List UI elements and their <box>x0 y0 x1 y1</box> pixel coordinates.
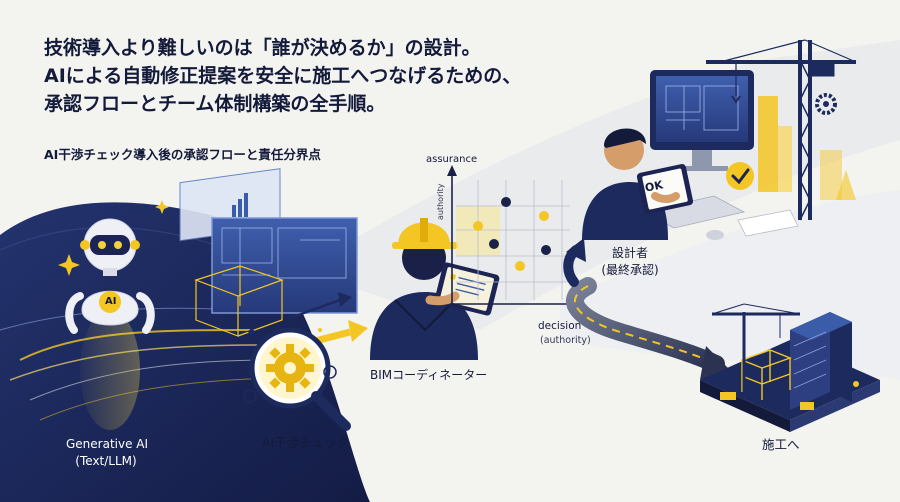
gear-icon <box>815 93 837 115</box>
matrix-y-sublabel: authority <box>436 183 445 220</box>
stage-coordinator-label: BIMコーディネーター <box>370 368 488 382</box>
bar-chart-icon <box>232 193 248 217</box>
skyline-yellow <box>758 96 856 200</box>
bim-coordinator-figure <box>370 218 500 360</box>
checkmark-badge-icon <box>726 162 754 190</box>
blueprint-panels <box>179 168 358 337</box>
magnifier-gear-icon <box>243 326 351 431</box>
headline-line-1: 技術導入より難しいのは「誰が決めるか」の設計。 <box>44 37 481 59</box>
ai-robot-icon <box>65 218 155 430</box>
designer-workstation <box>582 70 799 240</box>
building-tall <box>790 312 852 410</box>
stage-designer-label-line-1: 設計者 <box>611 246 648 260</box>
stage-construction-label: 施工へ <box>762 437 800 452</box>
tower-crane-site <box>711 303 801 392</box>
subtitle: AI干渉チェック導入後の承認フローと責任分界点 <box>44 147 321 162</box>
responsibility-matrix <box>447 165 579 309</box>
stage-designer-label: 設計者 (最終承認) <box>598 245 662 279</box>
matrix-x-label: decision <box>538 320 582 332</box>
headline-line-3: 承認フローとチーム体制構築の全手順。 <box>44 93 386 115</box>
stage-check-label: AI干渉チェック <box>262 435 350 450</box>
construction-site <box>700 303 880 432</box>
headline: 技術導入より難しいのは「誰が決めるか」の設計。 AIによる自動修正提案を安全に施… <box>44 34 522 118</box>
matrix-y-label: assurance <box>426 154 478 165</box>
arrow-ai-to-coordinator <box>289 292 352 320</box>
building-frame <box>740 349 792 400</box>
matrix-x-sublabel: (authority) <box>540 335 591 346</box>
stage-designer-label-line-2: (最終承認) <box>601 263 659 277</box>
stage-ai-label: Generative AI (Text/LLM) <box>66 436 149 470</box>
tower-crane-top <box>706 39 857 221</box>
headline-line-2: AIによる自動修正提案を安全に施工へつなげるための、 <box>44 65 522 87</box>
stage-ai-label-line-2: (Text/LLM) <box>75 454 137 468</box>
matrix-dots <box>473 197 551 271</box>
stage-ai-label-line-1: Generative AI <box>66 437 149 451</box>
